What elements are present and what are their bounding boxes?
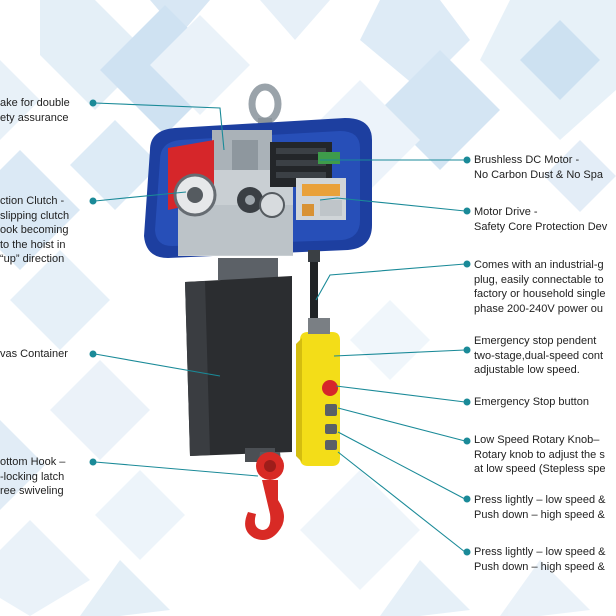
callout-emergency-pendant: Emergency stop pendent two-stage,dual-sp… [474,334,603,378]
callout-emergency-stop-button: Emergency Stop button [474,395,589,410]
callout-up-button: Press lightly – low speed & Push down – … [474,493,605,522]
callout-motor-line-2: No Carbon Dust & No Spa [474,168,604,181]
callout-hook-line-1: ottom Hook – [0,456,66,468]
callout-plug-line-4: phase 200-240V power ou [474,302,604,315]
pendant-control [296,318,340,466]
callout-brushless-motor: Brushless DC Motor - No Carbon Dust & No… [474,153,603,182]
callout-hook-line-2: -locking latch [0,470,65,483]
callout-up-line-1: Press lightly – low speed & [474,494,606,506]
callout-down-line-2: Push down – high speed & [474,560,605,573]
callout-clutch-line-3: ook becoming [0,224,69,236]
callout-brake-line-1: ake for double [0,97,70,109]
leader-dots [89,99,471,556]
callout-clutch-line-1: ction Clutch - [0,195,65,207]
callout-knob-line-1: Low Speed Rotary Knob– [474,434,600,446]
callout-down-button: Press lightly – low speed & Push down – … [474,545,605,574]
callout-up-line-2: Push down – high speed & [474,508,605,521]
emergency-stop-icon [322,380,338,396]
leader-lines [94,102,466,553]
canvas-container [185,276,292,462]
callout-power-plug: Comes with an industrial-g plug, easily … [474,258,605,316]
callout-bottom-hook: ottom Hook – -locking latch ree swivelin… [0,455,65,499]
brake-gear-assembly [168,140,285,218]
motor-drive-board [296,178,346,220]
callout-pendant-line-2: two-stage,dual-speed cont [474,349,604,362]
callout-clutch-line-4: to the hoist in [0,238,66,251]
callout-brake-line-2: ety assurance [0,111,69,124]
callout-rotary-knob: Low Speed Rotary Knob– Rotary knob to ad… [474,433,605,477]
callout-knob-line-2: Rotary knob to adjust the s [474,448,605,461]
callout-knob-line-3: at low speed (Stepless spe [474,463,606,475]
callout-clutch-line-2: slipping clutch [0,209,70,222]
callout-motor-drive: Motor Drive - Safety Core Protection Dev [474,205,607,234]
callout-stop-line-1: Emergency Stop button [474,396,589,408]
callout-friction-clutch: ction Clutch - slipping clutch ook becom… [0,194,69,267]
chain-guide [218,258,278,280]
callout-motor-line-1: Brushless DC Motor - [474,154,580,166]
rotary-knob-icon [325,404,337,416]
callout-plug-line-2: plug, easily connectable to [474,273,604,286]
callout-canvas-container: vas Container [0,347,68,362]
callout-plug-line-1: Comes with an industrial-g [474,259,604,271]
callout-down-line-1: Press lightly – low speed & [474,546,606,558]
callout-brake: ake for double ety assurance [0,96,70,125]
callout-plug-line-3: factory or household single [474,288,606,300]
callout-clutch-line-5: “up” direction [0,253,65,265]
callout-drive-line-1: Motor Drive - [474,206,538,218]
callout-container-line-1: vas Container [0,348,68,360]
callout-pendant-line-1: Emergency stop pendent [474,335,597,347]
callout-hook-line-3: ree swiveling [0,485,64,497]
callout-drive-line-2: Safety Core Protection Dev [474,220,608,233]
callout-pendant-line-3: adjustable low speed. [474,364,580,376]
bottom-hook [245,452,284,540]
